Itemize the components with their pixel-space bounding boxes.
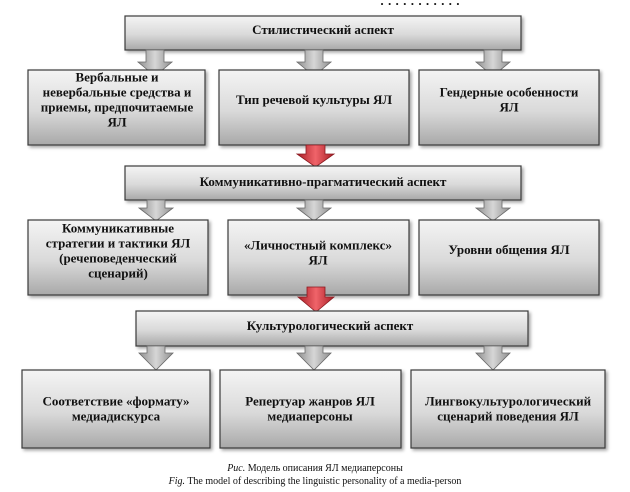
- box-text-line: Тип речевой культуры ЯЛ: [236, 92, 392, 107]
- item-text-communication-levels: Уровни общения ЯЛ: [448, 242, 570, 257]
- box-text-line: Гендерные особенности: [440, 84, 579, 99]
- box-text-line: стратегии и тактики ЯЛ: [46, 235, 191, 250]
- item-box-strategies: [27, 219, 209, 296]
- level-communicative: Коммуникативно-прагматический аспект Ком…: [27, 165, 600, 296]
- arrow-down-red-icon: [296, 286, 336, 313]
- arrow-down-icon: [475, 345, 511, 371]
- box-text-line: Соответствие «формату»: [42, 393, 189, 408]
- item-box-communication-levels: [418, 219, 600, 296]
- arrow-down-icon: [295, 199, 333, 222]
- box-text-line: Вербальные и: [75, 69, 159, 84]
- arrow-down-icon: [138, 345, 174, 371]
- arrow-down-icon: [295, 49, 333, 77]
- caption-en: Fig. The model of describing the linguis…: [0, 476, 630, 488]
- arrow-down-icon: [137, 199, 175, 222]
- box-text-line: ЯЛ: [499, 99, 518, 114]
- arrow-down-icon: [296, 345, 332, 371]
- item-box-genres: [219, 369, 402, 449]
- item-box-gender: [418, 69, 600, 146]
- box-text-line: Коммуникативные: [62, 220, 174, 235]
- header-fragment: · · · · · · · · · · ·: [380, 0, 460, 11]
- box-text-line: «Личностный комплекс»: [244, 237, 392, 252]
- aspect-box-cultural: [135, 310, 529, 347]
- item-text-speech-culture: Тип речевой культуры ЯЛ: [236, 92, 392, 107]
- item-box-personal-complex: [227, 219, 410, 296]
- box-text-line: приемы, предпочитаемые: [41, 99, 194, 114]
- box-text-line: Уровни общения ЯЛ: [448, 242, 570, 257]
- box-text-line: медиаперсоны: [267, 408, 352, 423]
- aspect-title-communicative: Коммуникативно-прагматический аспект: [200, 174, 447, 189]
- item-box-speech-culture: [218, 69, 410, 146]
- box-text-line: ЯЛ: [308, 252, 327, 267]
- arrow-down-red-icon: [295, 144, 336, 168]
- caption-ru-text: Модель описания ЯЛ медиаперсоны: [247, 463, 403, 474]
- caption-en-label: Fig.: [168, 476, 185, 487]
- box-text-line: (речеповеденческий: [59, 250, 177, 265]
- box-text-line: Лингвокультурологический: [425, 393, 592, 408]
- item-box-scenario: [410, 369, 606, 449]
- arrow-down-icon: [474, 199, 512, 222]
- box-text-line: невербальные средства и: [43, 84, 192, 99]
- box-text-line: ЯЛ: [107, 114, 126, 129]
- arrow-down-icon: [474, 49, 512, 77]
- aspect-box-stylistic: [124, 15, 522, 51]
- item-text-personal-complex: «Личностный комплекс»ЯЛ: [244, 237, 392, 267]
- caption-ru-label: Рис.: [227, 463, 246, 474]
- box-text-line: Репертуар жанров ЯЛ: [245, 393, 375, 408]
- box-text-line: Культурологический аспект: [247, 318, 414, 333]
- box-text-line: Стилистический аспект: [252, 22, 394, 37]
- aspect-box-communicative: [124, 165, 522, 201]
- level-cultural: Культурологический аспект Соответствие «…: [21, 310, 606, 449]
- box-text-line: медиадискурса: [72, 408, 161, 423]
- aspect-title-cultural: Культурологический аспект: [247, 318, 414, 333]
- box-text-line: Коммуникативно-прагматический аспект: [200, 174, 447, 189]
- item-box-verbal-means: [27, 69, 206, 146]
- item-box-format: [21, 369, 211, 449]
- aspect-title-stylistic: Стилистический аспект: [252, 22, 394, 37]
- arrow-down-icon: [136, 49, 174, 77]
- box-text-line: сценарий): [88, 265, 148, 280]
- item-text-format: Соответствие «формату»медиадискурса: [42, 393, 189, 423]
- caption-ru: Рис. Модель описания ЯЛ медиаперсоны: [0, 463, 630, 475]
- box-text-line: сценарий поведения ЯЛ: [437, 408, 579, 423]
- caption-en-text: The model of describing the linguistic p…: [187, 476, 462, 487]
